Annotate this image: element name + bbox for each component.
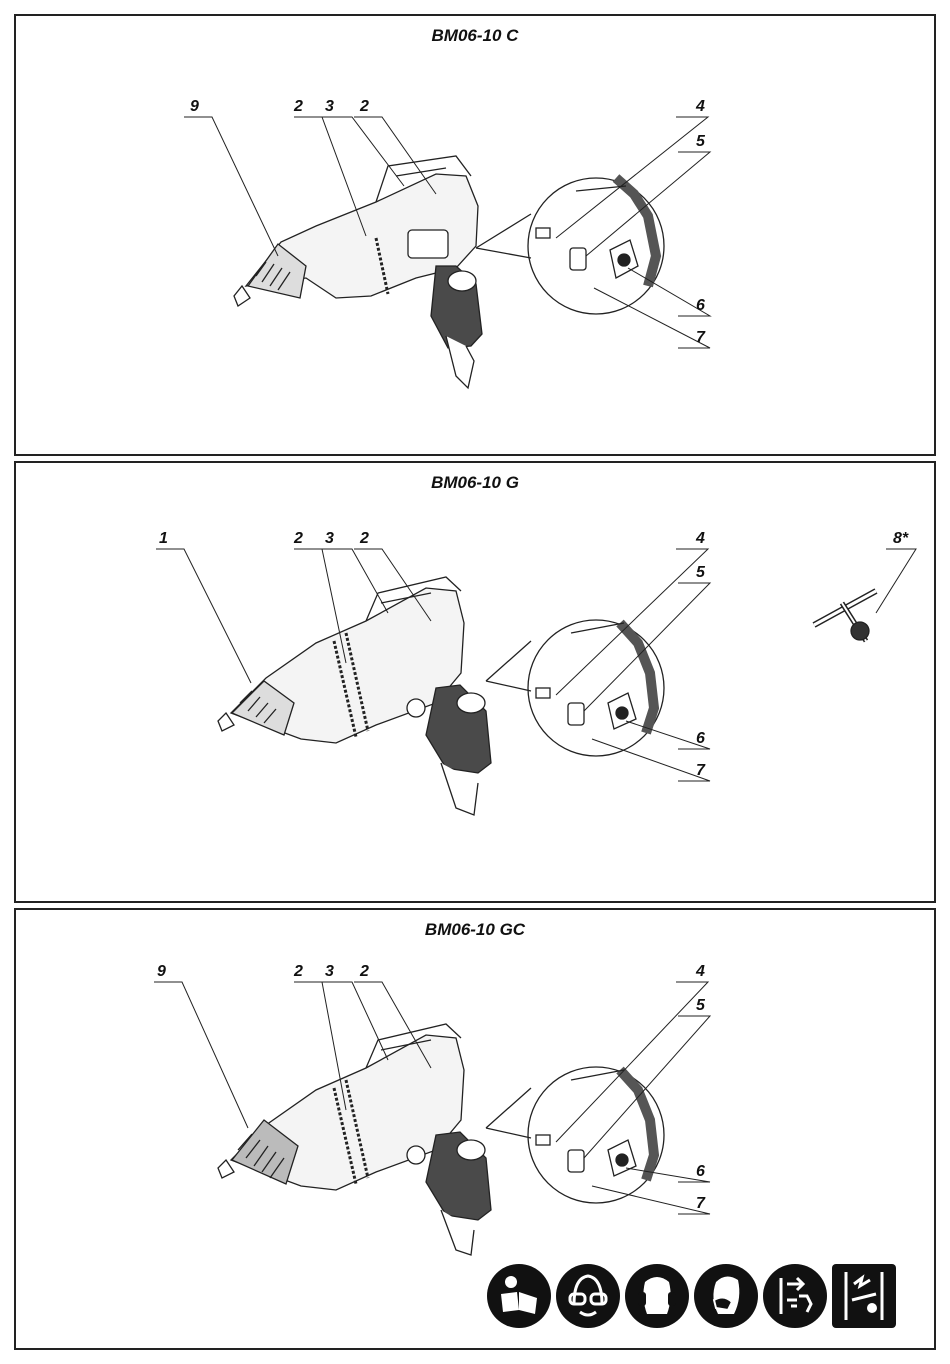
callout-label: 5 xyxy=(696,133,705,151)
callout-label: 8* xyxy=(893,530,908,548)
callout-label: 6 xyxy=(696,297,705,315)
panel-bm06-10-c: BM06-10 C xyxy=(14,14,936,456)
callout-label: 3 xyxy=(325,98,334,116)
drill-diagram-keyed xyxy=(16,463,934,901)
callout-label: 3 xyxy=(325,963,334,981)
callout-label: 9 xyxy=(157,963,166,981)
callout-label: 4 xyxy=(696,98,705,116)
drill-diagram-keyless xyxy=(16,16,934,454)
wall-hidden-wiring-icon xyxy=(832,1264,896,1328)
safety-icon-row xyxy=(487,1264,896,1328)
callout-label: 9 xyxy=(190,98,199,116)
callout-label: 3 xyxy=(325,530,334,548)
unplug-before-service-icon xyxy=(763,1264,827,1328)
callout-label: 7 xyxy=(696,1195,705,1213)
panel-bm06-10-g: BM06-10 G xyxy=(14,461,936,903)
callout-label: 6 xyxy=(696,1163,705,1181)
callout-label: 2 xyxy=(294,963,303,981)
ear-protection-icon xyxy=(625,1264,689,1328)
callout-label: 5 xyxy=(696,564,705,582)
callout-label: 7 xyxy=(696,762,705,780)
callout-label: 2 xyxy=(294,530,303,548)
callout-label: 2 xyxy=(360,530,369,548)
callout-label: 4 xyxy=(696,963,705,981)
safety-goggles-icon xyxy=(556,1264,620,1328)
callout-label: 7 xyxy=(696,329,705,347)
callout-label: 1 xyxy=(159,530,168,548)
callout-label: 5 xyxy=(696,997,705,1015)
read-manual-icon xyxy=(487,1264,551,1328)
callout-label: 2 xyxy=(360,963,369,981)
dust-mask-icon xyxy=(694,1264,758,1328)
callout-label: 4 xyxy=(696,530,705,548)
callout-label: 2 xyxy=(294,98,303,116)
callout-label: 6 xyxy=(696,730,705,748)
callout-label: 2 xyxy=(360,98,369,116)
